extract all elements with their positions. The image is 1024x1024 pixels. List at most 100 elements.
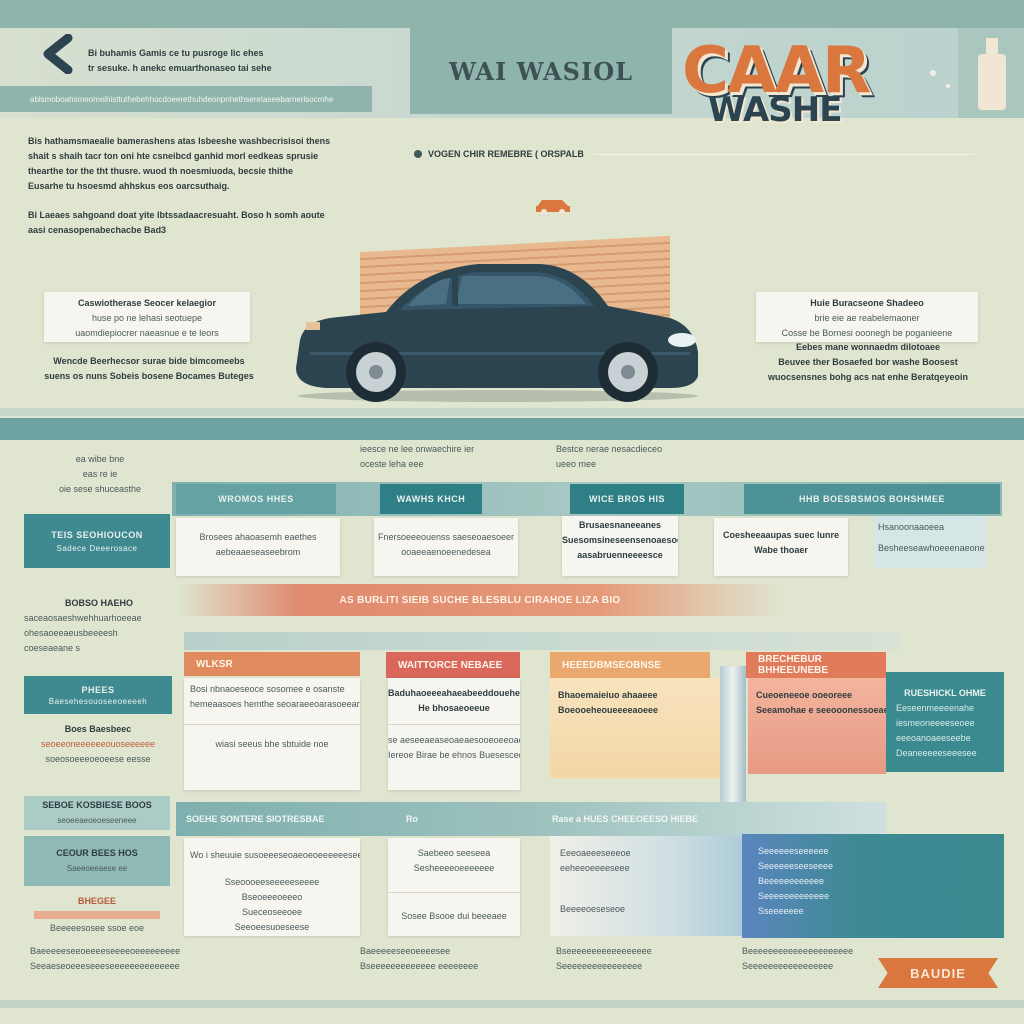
s4-left-label: BHEGEE Beeeeesosee ssoe eoe (24, 894, 170, 936)
s4-card: Eeeoaeeeseeeoe eeheeoeeeeseee Beeeeoeses… (550, 836, 750, 936)
s2-card: Brosees ahaoasemh eaethes aebeaaeseaseeb… (176, 518, 340, 576)
tagline: VOGEN CHIR REMEBRE ( ORSPALB (428, 148, 584, 159)
s3-card: Bhaoemaieiuo ahaaeee Boeooeheoueeeeaoeee (550, 678, 720, 778)
note-line: Bi Laeaes sahgoand doat yite lbtssadaacr… (28, 210, 325, 220)
ribbon-badge-icon: BAUDIE (878, 958, 998, 988)
s3-top-band (184, 632, 900, 650)
header-notice: Bi buhamis Gamis ce tu pusroge lic ehes … (88, 46, 308, 76)
s2-card: Brusaesnaneeanes Suesomsineseensenoaesoe… (562, 516, 678, 576)
s2-header: HHB BOESBSMOS BOHSHMEE (744, 484, 1000, 514)
s3-header: WLKSR (184, 652, 360, 676)
logo-washe: WASHE (708, 90, 842, 130)
caption-line: Beuvee ther Bosaefed bor washe Boosest (778, 357, 958, 367)
divider-light (0, 408, 1024, 416)
caption-line: Wencde Beerhecsor surae bide bimcomeebs (53, 356, 245, 366)
hero-right-line: Cosse be Bornesi ooonegh be poganieene (781, 328, 953, 338)
hero-right-box: Huie Buracseone Shadeeo brie eie ae reab… (756, 292, 978, 342)
logo-caar: CAAR (682, 34, 871, 108)
hero-right-title: Huie Buracseone Shadeeo (810, 298, 924, 308)
intro-paragraph: Bis hathamsmaealie bamerashens atas lsbe… (28, 134, 358, 194)
subtitle-text: ablsmoboahsmeomeihisttuthebehhocdoeereth… (30, 95, 334, 104)
s3-header: WAITTORCE NEBAEE (386, 652, 520, 678)
orange-banner: AS BURLITI SIEIB SUCHE BLESBLU CIRAHOE L… (180, 584, 780, 616)
s3-card: Cueoeneeoe ooeoreee Seeamohae e seeooone… (748, 678, 886, 774)
intro-line: thearthe tor the tht thusre. wuod th noe… (28, 166, 294, 176)
s3-card: Bosi nbnaoeseoce sosomee e osanste hemea… (184, 678, 360, 790)
dot (946, 84, 950, 88)
s3-header: HEEEDBMSEOBNSE (550, 652, 710, 678)
subtitle-bar: ablsmoboahsmeomeihisttuthebehhocdoeereth… (0, 86, 372, 112)
top-stripe (0, 0, 1024, 28)
banner-panel: WAI WASIOL (410, 28, 672, 114)
hero-left-title: Caswiotherase Seocer kelaegior (77, 298, 217, 308)
caption-line: wuocsensnes bohg acs nat enhe Beratqeyeo… (767, 372, 969, 382)
s3-header: BRECHEBUR BHHEEUNEBE (746, 652, 886, 678)
footer-badge-text: BAUDIE (910, 965, 966, 981)
s3-right-card: RUESHICKL OHME Eeseenmeeeenahe iesmeonee… (886, 672, 1004, 772)
intro-line: Eusarhe tu hsoesmd ahhskus eos oarcsutha… (28, 181, 230, 191)
footer-note: Baeeeeeseeoeeeeseeeeoeeeeeeeee Seeaeseoe… (30, 946, 181, 971)
logo: CAAR WASHE (676, 28, 956, 130)
banner-title: WAI WASIOL (449, 56, 633, 86)
s4-left-label: CEOUR BEES HOS Saeeoeeaese ee (24, 836, 170, 886)
label-sub: Sadece Deeerosace (56, 543, 138, 553)
s4-left-label: SEBOE KOSBIESE BOOS seoeeaeoeoeseeneee (24, 796, 170, 830)
s2-card: Coesheeaaupas suec lunre Wabe thoaer (714, 518, 848, 576)
hero-left-box: Caswiotherase Seocer kelaegior huse po n… (44, 292, 250, 342)
bottom-stripe (0, 1000, 1024, 1008)
divider-teal (0, 418, 1024, 440)
orange-banner-text: AS BURLITI SIEIB SUCHE BLESBLU CIRAHOE L… (339, 594, 621, 606)
s2-header: WICE BROS HIS (570, 484, 684, 514)
dot (930, 70, 936, 76)
note-line: oceste leha eee (360, 459, 424, 469)
caption-line: suens os nuns Sobeis bosene Bocames Bute… (44, 371, 254, 381)
s2-col-notes: ieesce ne lee onwaechire ier oceste leha… (360, 442, 510, 472)
s4-header: Rase a HUES CHEEOEESO HIEBE (552, 814, 699, 824)
note-line: oie sese shuceasthe (58, 484, 142, 494)
s2-header: WROMOS HHES (176, 484, 336, 514)
s4-header: Ro (406, 814, 418, 824)
note-line: eas re ie (82, 469, 118, 479)
note-line: ueeo mee (556, 459, 597, 469)
intro-line: Bis hathamsmaealie bamerashens atas lsbe… (28, 136, 331, 146)
s3-left-label: PHEES Baesehesouoseeoeeeeh (24, 676, 172, 714)
hero-right-caption: Eebes mane wonnaedm dilotoaee Beuvee the… (760, 340, 976, 385)
hero-left-line: huse po ne lehasi seotuepe (91, 313, 203, 323)
caption-line: Eebes mane wonnaedm dilotoaee (795, 342, 941, 352)
intro-note: Bi Laeaes sahgoand doat yite lbtssadaacr… (28, 208, 368, 238)
spray-bottle-icon (978, 38, 1006, 110)
s2-col-notes2: Bestce nerae nesacdieceo ueeo mee (556, 442, 706, 472)
hero-right-line: brie eie ae reabelemaoner (814, 313, 920, 323)
s4-right-card: Seeeeeeseeeeee Seeeeeeseeseeee Beeeeeeee… (742, 834, 1004, 938)
note-line: ieesce ne lee onwaechire ier (360, 444, 475, 454)
s2-card: Fnersoeeeouenss saeseoaesoeer ooaeeaenoe… (374, 518, 518, 576)
note-line: ea wibe bne (75, 454, 125, 464)
footer-note: Beeeeeeeeeeeeeeeeeeeee Seeeeeeeeeeeeeeee… (742, 946, 854, 971)
divider-bar (720, 666, 746, 802)
s3-card: Baduhaoeeeahaeabeeddouehe He bhosaeoeeue… (388, 678, 520, 790)
s3-left-label2: Boes Baesbeec seoeeoneeeeeeouoseeeeee so… (40, 724, 156, 764)
chevron-left-icon (43, 33, 73, 75)
notice-line: Bi buhamis Gamis ce tu pusroge lic ehes (88, 48, 264, 58)
footer-note: Bseeeeeeeeeeeeeeeee Seeeeeeeeeeeeeeee (556, 946, 652, 971)
footer-note: Baeeeeeseeoeeeesee Bseeeeeeeeeeeee eeeee… (360, 946, 479, 971)
hero-left-caption: Wencde Beerhecsor surae bide bimcomeebs … (44, 354, 254, 384)
hero-left-line: uaomdiepiocrer naeasnue e te leors (75, 328, 219, 338)
intro-line: shait s shaih tacr ton oni hte csneibcd … (28, 151, 319, 161)
orange-bar (34, 911, 160, 919)
car-illustration (290, 256, 706, 406)
s2-label-box: TEIS SEOHIOUCON Sadece Deeerosace (24, 514, 170, 568)
s4-header: SOEHE SONTERE SIOTRESBAE (186, 814, 325, 824)
notice-line: tr sesuke. h anekc emuarthonaseo tai seh… (88, 63, 272, 73)
tagline-row: VOGEN CHIR REMEBRE ( ORSPALB (414, 146, 974, 162)
s4-card: Saebeeo seeseea Sesheeeeoeeeeeee Sosee B… (388, 838, 520, 936)
s2-mid-left-notes: BOBSO HAEHO saceaosaeshwehhuarhoeeae ohe… (24, 598, 142, 653)
s2-left-notes: ea wibe bne eas re ie oie sese shuceasth… (40, 452, 160, 497)
logo-side-panel (958, 28, 1024, 118)
car-badge-icon (534, 192, 572, 215)
s2-card: Hsanoonaaoeea Besheeseawhoeeenaeone (874, 516, 986, 568)
s4-card: Wo i sheuuie susoeeeseoaeoeoeeeeeesee Ss… (184, 838, 360, 936)
back-button[interactable] (40, 33, 76, 75)
note-line: aasi cenasopenabechacbe Bad3 (28, 225, 167, 235)
tagline-rule (593, 153, 974, 155)
